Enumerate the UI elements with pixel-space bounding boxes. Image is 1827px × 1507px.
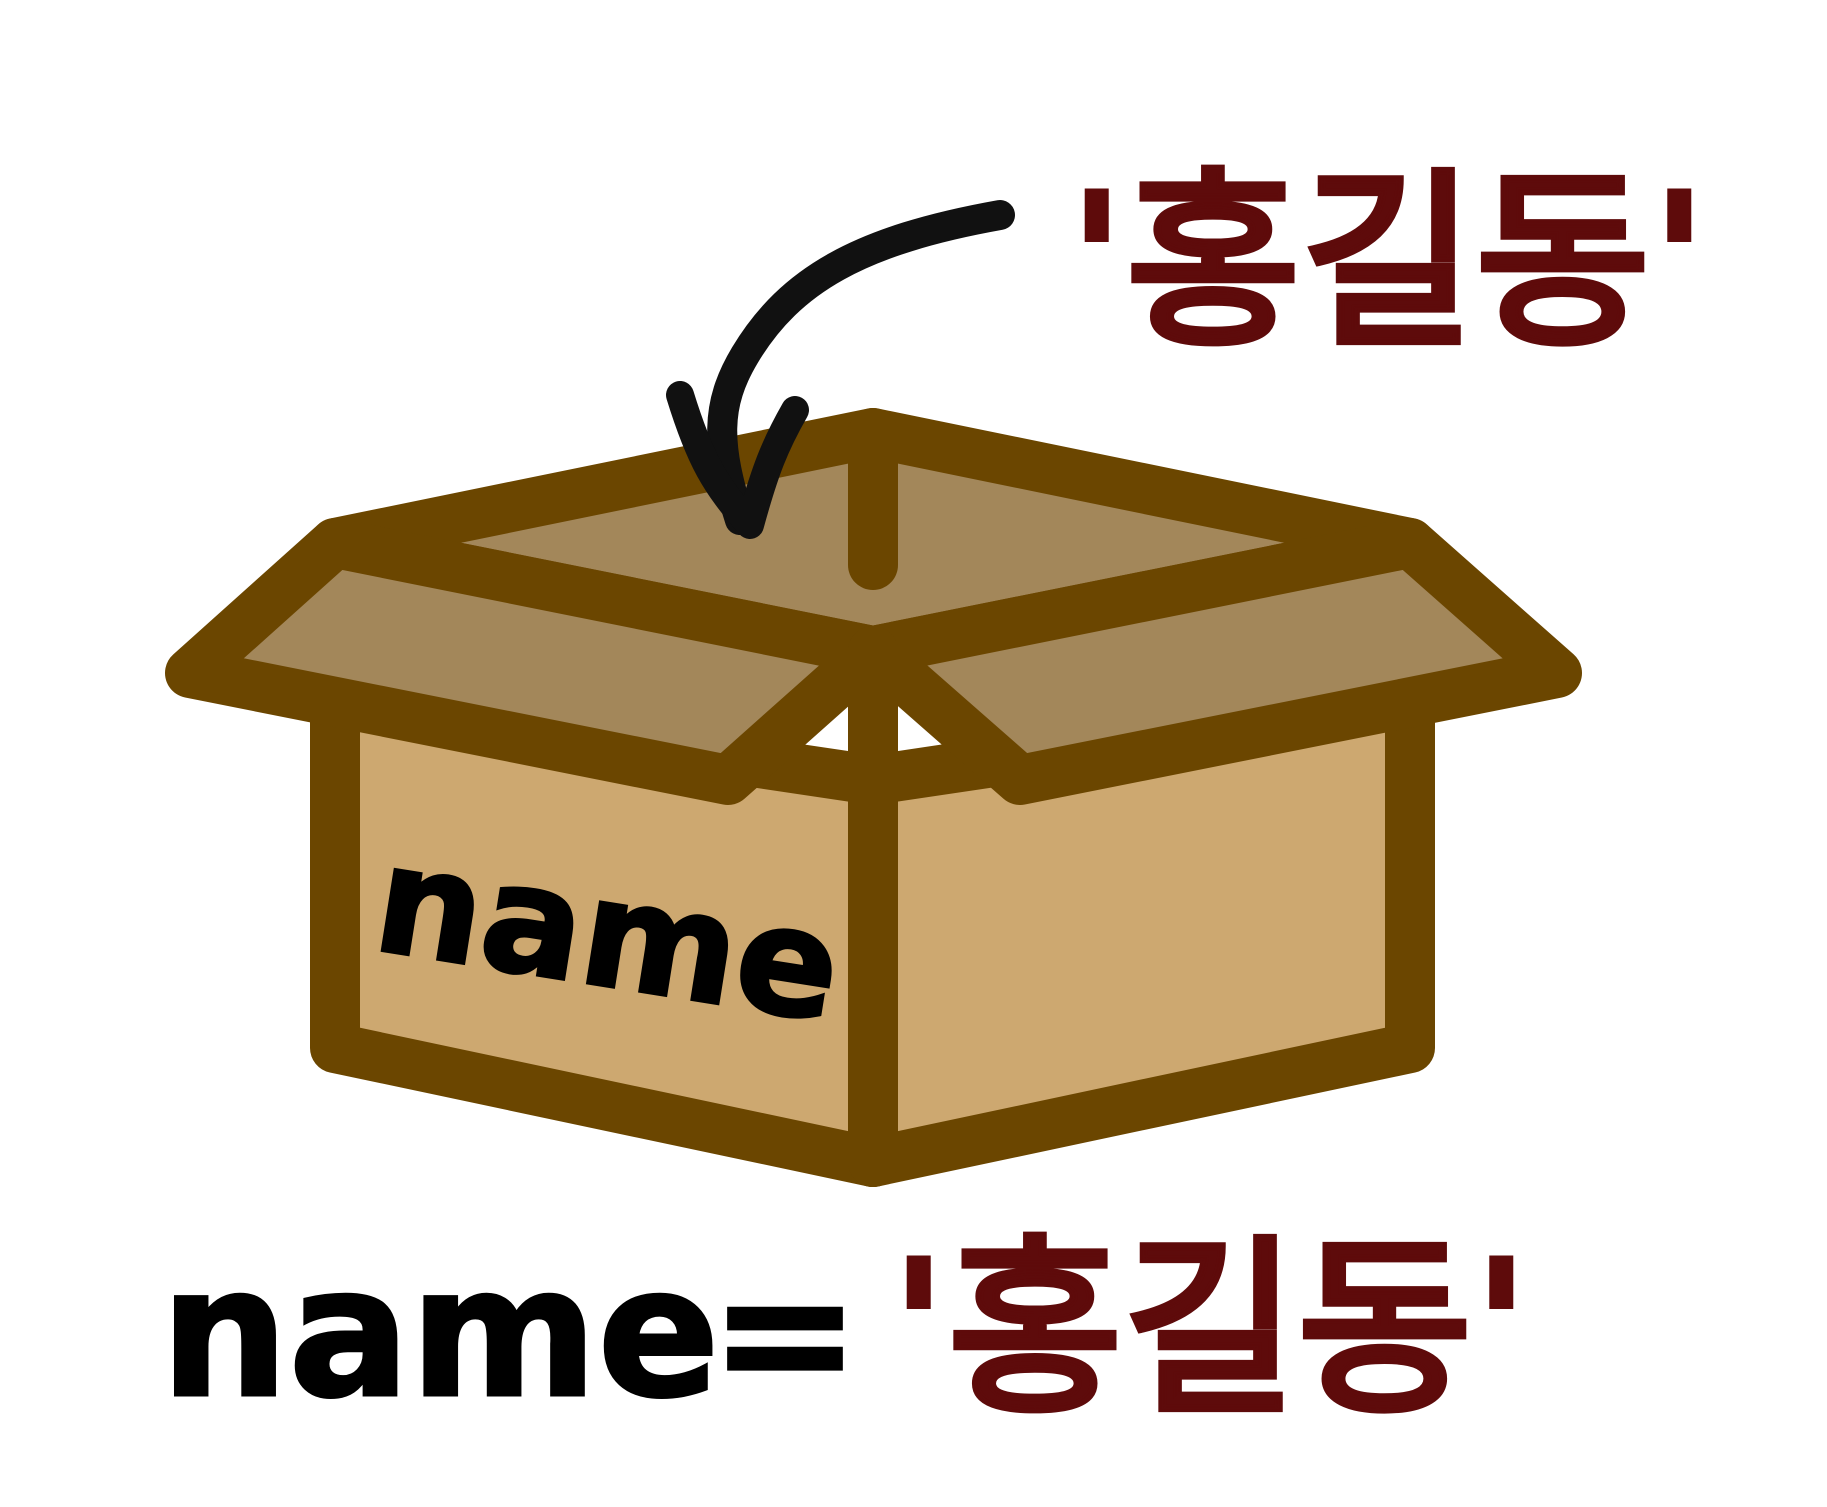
arrow-shaft: [707, 200, 1015, 535]
open-cardboard-box-icon: [165, 408, 1582, 1187]
assignment-statement: name = '홍길동': [159, 1218, 1532, 1441]
assignment-operator: =: [710, 1229, 861, 1438]
incoming-value-text: '홍길동': [1068, 152, 1709, 373]
curved-arrow-down-icon: [666, 200, 1015, 539]
assignment-variable: name: [160, 1229, 719, 1438]
arrow-head: [666, 381, 809, 539]
box-right-flap: [848, 518, 1582, 805]
assignment-value: '홍길동': [890, 1219, 1531, 1440]
box-left-flap: [165, 518, 898, 805]
